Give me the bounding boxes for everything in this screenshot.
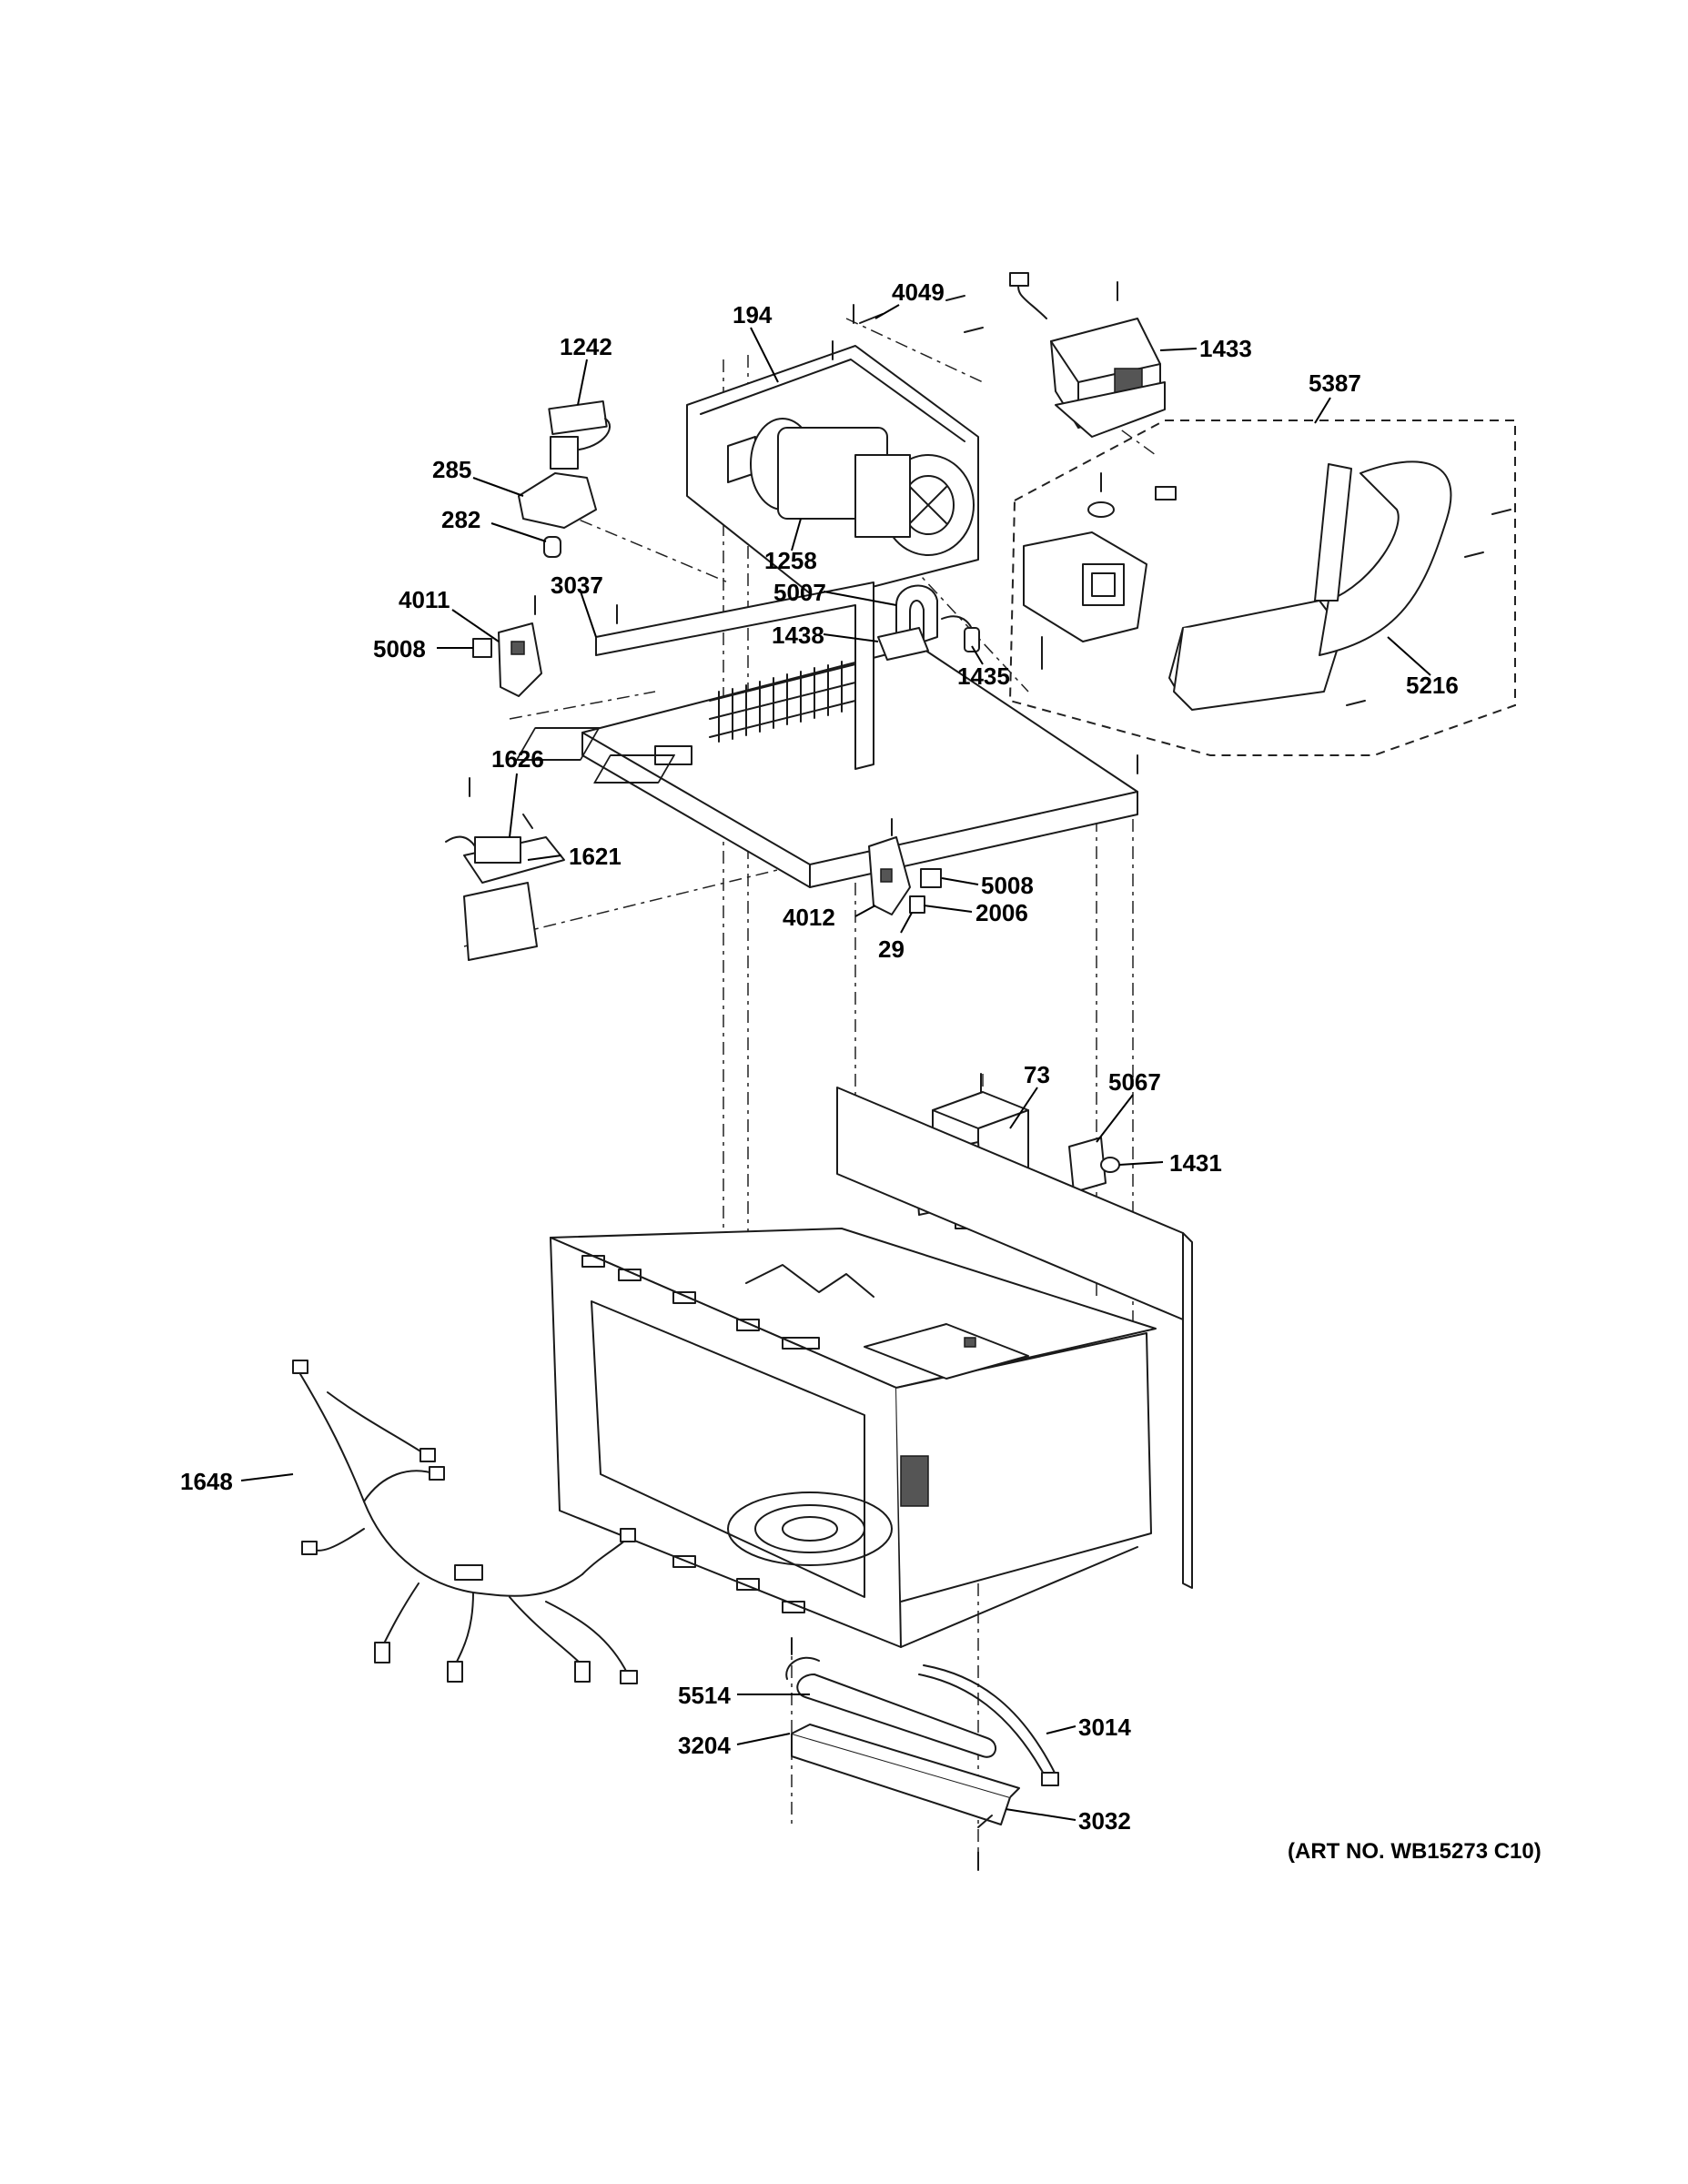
art-number: (ART NO. WB15273 C10) <box>1288 1839 1541 1864</box>
door-switch-assembly <box>868 836 942 915</box>
bracket-5007 <box>877 584 980 661</box>
callout-285: 285 <box>432 456 471 483</box>
wiring-harness <box>292 1360 638 1684</box>
door-switch-bracket <box>445 814 565 961</box>
blower-bracket-assembly <box>686 345 979 602</box>
top-plate <box>515 581 1138 888</box>
callout-5008-left: 5008 <box>373 635 426 662</box>
vent-slots <box>709 661 856 743</box>
callout-3037: 3037 <box>551 571 603 599</box>
callout-5514: 5514 <box>678 1682 731 1709</box>
callout-5007: 5007 <box>773 579 826 606</box>
callout-2006: 2006 <box>975 899 1028 926</box>
callout-29: 29 <box>878 935 905 963</box>
callout-1435: 1435 <box>957 662 1010 690</box>
callout-1433: 1433 <box>1199 335 1252 362</box>
callout-1621: 1621 <box>569 843 622 870</box>
callout-1648: 1648 <box>180 1468 233 1495</box>
leader-lines <box>240 304 1431 1821</box>
duct-assembly-group-box <box>1008 420 1516 756</box>
switch-bracket-left <box>472 622 542 697</box>
callout-3014: 3014 <box>1078 1714 1131 1741</box>
sensor-bracket <box>1068 1137 1120 1193</box>
callout-1242: 1242 <box>560 333 612 360</box>
lamp-socket-assembly <box>518 399 611 558</box>
exhaust-duct <box>1168 460 1452 711</box>
callout-4011: 4011 <box>399 586 450 613</box>
callout-194: 194 <box>733 301 773 329</box>
callout-3204: 3204 <box>678 1732 731 1759</box>
callout-1626: 1626 <box>491 745 544 773</box>
oven-cavity <box>550 1087 1193 1648</box>
callout-282: 282 <box>441 506 480 533</box>
callout-5387: 5387 <box>1309 369 1361 397</box>
callout-1431: 1431 <box>1169 1149 1222 1177</box>
callout-4049: 4049 <box>892 278 945 306</box>
callout-5216: 5216 <box>1406 672 1459 699</box>
heater-tray-assembly <box>785 1656 1059 1828</box>
callout-4012: 4012 <box>783 904 835 931</box>
callout-3032: 3032 <box>1078 1807 1131 1835</box>
callout-5067: 5067 <box>1108 1068 1161 1096</box>
callout-73: 73 <box>1024 1061 1050 1088</box>
callout-1258: 1258 <box>764 547 817 574</box>
screws <box>469 281 1511 1871</box>
callout-5008-right: 5008 <box>981 872 1034 899</box>
callout-1438: 1438 <box>772 622 824 649</box>
damper-bracket <box>1023 486 1177 642</box>
callout-labels: 194 4049 1433 1242 5387 285 282 1258 401… <box>180 278 1459 1835</box>
transformer <box>1009 272 1166 438</box>
